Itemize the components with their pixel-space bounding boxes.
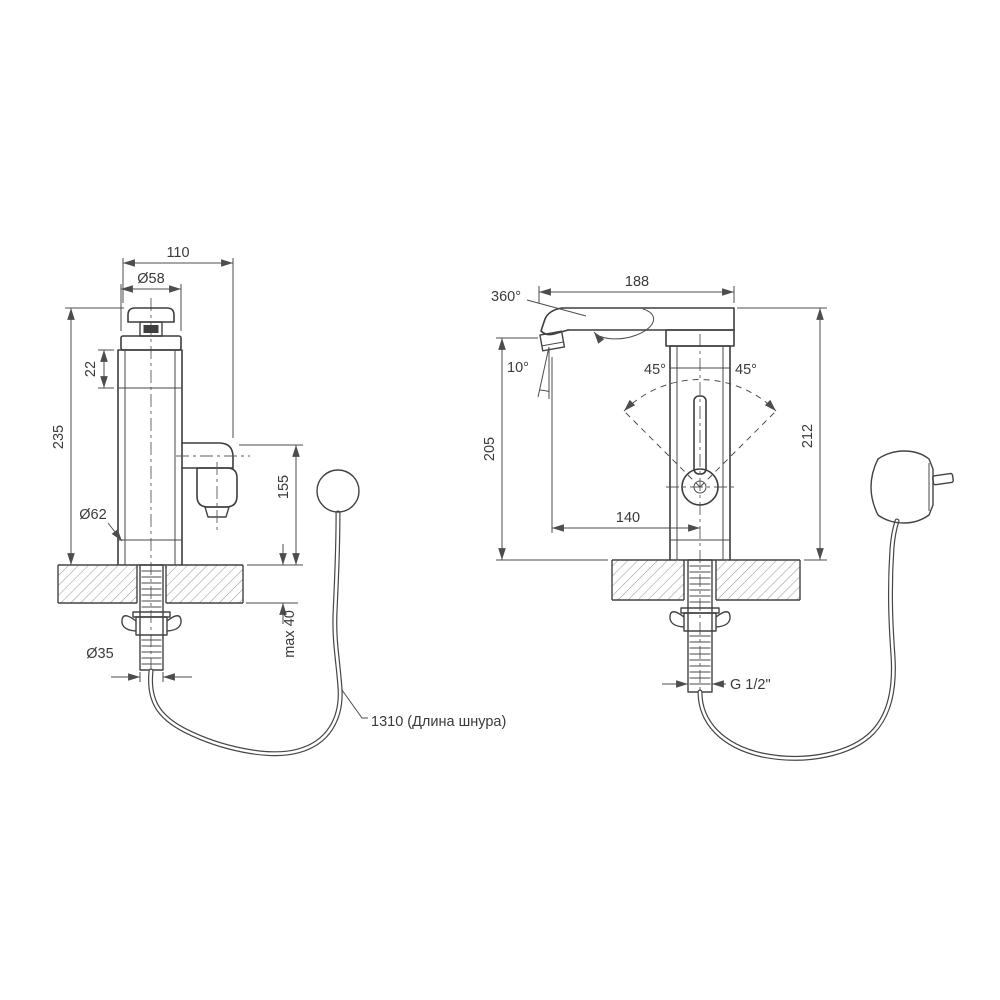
dim-155-extensions [239, 444, 303, 566]
dim-35-label: Ø35 [86, 646, 113, 662]
swing-arc [623, 379, 777, 412]
right-counter-hatch-left [612, 560, 684, 600]
counter-hatch-left [58, 565, 137, 603]
top-cap [127, 307, 175, 323]
right-shank [669, 559, 731, 693]
thread-size-label: G 1/2" [730, 677, 771, 693]
left-faucet-body [117, 307, 183, 566]
left-counter-section [57, 564, 244, 604]
dim-212-label: 212 [800, 424, 816, 448]
wing-right [166, 615, 182, 632]
left-spout [176, 442, 250, 530]
dim-22-extensions [98, 349, 114, 389]
left-view: 110 Ø58 22 235 155 Ø62 [51, 245, 506, 757]
dim-10-lines [537, 346, 550, 399]
dim-155-label: 155 [276, 475, 292, 499]
right-view: 45° 45° 188 360° 10° 205 212 140 [482, 274, 954, 761]
right-wing-nut [683, 612, 717, 632]
spout-tip [540, 307, 569, 336]
dim-22: 22 [83, 349, 114, 389]
swing-right-label: 45° [735, 362, 757, 378]
cord-inner [149, 511, 342, 755]
dim-188-label: 188 [625, 274, 649, 290]
dim-188: 188 [538, 274, 735, 303]
handle-swing-fan: 45° 45° [623, 362, 777, 488]
plug-pin [932, 472, 954, 486]
dim-235-label: 235 [51, 425, 67, 449]
dim-140: 140 [551, 357, 700, 533]
aerator-body [539, 330, 566, 352]
swivel-arrow [593, 308, 655, 344]
dim-212: 212 [737, 307, 827, 561]
cord-outer [147, 510, 343, 757]
top-knob-slot [143, 325, 159, 333]
dim-110-label: 110 [166, 245, 189, 261]
right-counter-hatch-right [716, 560, 800, 600]
dim-235: 235 [51, 307, 124, 566]
dim-22-label: 22 [83, 361, 99, 377]
aerator [204, 506, 230, 518]
swivel-angle-label: 360° [491, 289, 521, 305]
right-power-cord [697, 450, 954, 761]
aerator-band [541, 341, 564, 347]
handle-lever [693, 395, 707, 475]
handle [681, 395, 719, 506]
counter-hatch-right [166, 565, 243, 603]
body-edge-lines [124, 350, 176, 565]
wing-nut [135, 616, 168, 636]
left-power-cord: 1310 (Длина шнура) [147, 469, 506, 757]
dim-235-extensions [65, 307, 124, 566]
plug-ball [316, 469, 360, 513]
dim-58-label: Ø58 [137, 271, 164, 287]
dim-110-extensions [122, 258, 234, 438]
shank-threads [141, 570, 162, 665]
dim-62-label: Ø62 [79, 507, 106, 523]
swing-left-label: 45° [644, 362, 666, 378]
dim-10-label: 10° [507, 360, 529, 376]
cord-length-leader [341, 689, 368, 719]
body-section-lines [118, 387, 182, 541]
swivel-leader [526, 299, 587, 317]
right-wing-right [715, 611, 731, 628]
dim-155: 155 [239, 444, 303, 566]
dim-35: Ø35 [86, 646, 192, 682]
body-cylinder [117, 349, 183, 566]
dim-max40: max 40 [246, 544, 298, 658]
right-counter-section [611, 559, 801, 601]
right-shank-threads [689, 565, 711, 685]
dim-110: 110 [122, 245, 234, 438]
handle-hub-center [693, 480, 707, 494]
handle-hub [681, 468, 719, 506]
power-plug [870, 450, 934, 524]
dim-212-extensions [737, 307, 827, 561]
dim-10deg: 10° [507, 346, 550, 399]
washer [132, 611, 171, 618]
dim-10-arc [539, 389, 550, 392]
right-spout [526, 299, 735, 352]
swing-line-right [699, 410, 777, 488]
right-body-section-lines [670, 367, 730, 541]
swing-line-left [623, 410, 701, 488]
right-aerator [539, 330, 566, 352]
right-cord-inner [698, 519, 899, 760]
cord-length-label: 1310 (Длина шнура) [371, 714, 506, 730]
dim-62: Ø62 [79, 507, 123, 542]
spout-elbow [196, 467, 238, 508]
dim-205: 205 [482, 337, 608, 561]
dim-58: Ø58 [120, 271, 182, 331]
spout-arm [181, 442, 234, 469]
dim-max40-label: max 40 [282, 610, 298, 658]
right-counter-outline [611, 559, 801, 601]
wing-left [121, 615, 137, 632]
dim-62-leader [107, 522, 123, 542]
dim-205-label: 205 [482, 437, 498, 461]
right-wing-left [669, 611, 685, 628]
dim-140-label: 140 [616, 510, 640, 526]
dim-thread: G 1/2" [662, 677, 771, 693]
